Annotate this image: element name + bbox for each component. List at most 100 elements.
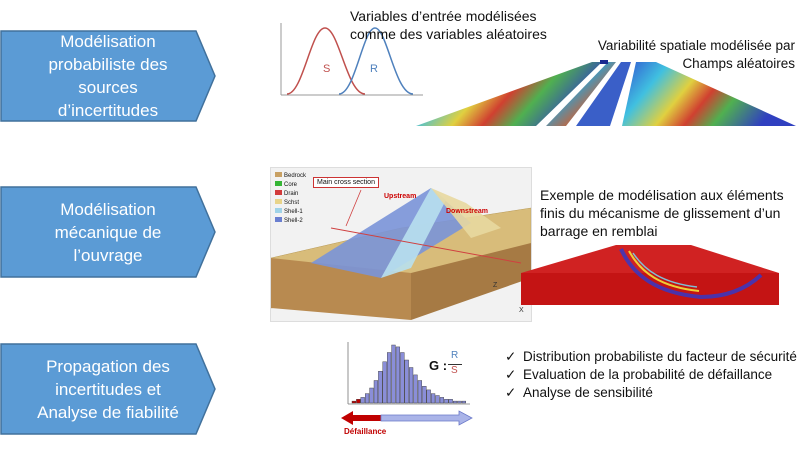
step-2-label: Modélisation mécanique de l’ouvrage xyxy=(22,186,194,278)
rs-distribution-plot: S R xyxy=(280,23,423,96)
histogram-bar xyxy=(378,371,383,404)
step-2-line-1: Modélisation xyxy=(60,199,156,219)
step-arrow-2: Modélisation mécanique de l’ouvrage xyxy=(0,186,216,278)
legend-label: Shell-2 xyxy=(284,218,303,224)
step-1-line-3: d’incertitudes xyxy=(57,101,159,120)
downstream-label: Downstream xyxy=(446,208,489,215)
legend-item-shell-2: Shell-2 xyxy=(275,217,306,226)
histogram-bar xyxy=(351,400,356,404)
s-curve-label: S xyxy=(323,63,330,75)
r-curve xyxy=(338,27,414,95)
fe-caption-line-2: finis du mécanisme de glissement d’un xyxy=(540,205,781,221)
shear-band-inner xyxy=(632,252,698,288)
list-item: ✓ Analyse de sensibilité xyxy=(505,384,797,402)
spatial-line-2: Champs aléatoires xyxy=(682,56,795,71)
legend-item-shell-1: Shell-1 xyxy=(275,208,306,217)
upstream-label: Upstream xyxy=(384,193,417,200)
histogram-bar xyxy=(444,399,449,404)
chevron-arrow-shape xyxy=(0,186,216,278)
input-variables-line-1: Variables d’entrée modélisées xyxy=(350,8,537,24)
histogram-bar xyxy=(387,352,392,404)
legend-swatch xyxy=(275,217,282,222)
legend-item-bedrock: Bedrock xyxy=(275,172,306,181)
legend-label: Schst xyxy=(284,200,300,206)
histogram-bar xyxy=(457,400,462,404)
input-variables-caption: Variables d’entrée modélisées comme des … xyxy=(350,7,547,43)
filter-zone xyxy=(576,62,631,126)
downstream-shell xyxy=(622,62,796,126)
dam-3d-model-image xyxy=(270,188,532,320)
step-2-line-2: mécanique de l’ouvrage xyxy=(54,222,162,265)
legend-item-schst: Schst xyxy=(275,199,306,208)
formula-numerator: R xyxy=(451,350,459,361)
shear-band xyxy=(628,250,700,292)
chevron-arrow-shape xyxy=(0,343,216,435)
histogram-bar xyxy=(452,400,458,404)
histogram-bar xyxy=(382,361,387,404)
random-field-dam-image xyxy=(416,60,796,126)
checkmark-icon: ✓ xyxy=(505,385,517,400)
chevron-arrow-shape xyxy=(0,30,216,122)
safety-factor-histogram xyxy=(347,342,470,405)
histogram-bar xyxy=(417,380,422,404)
main-cross-section-label: Main cross section xyxy=(313,177,379,188)
histogram-bar xyxy=(356,399,361,404)
step-3-line-1: Propagation des xyxy=(46,356,170,376)
legend-label: Shell-1 xyxy=(284,209,303,215)
legend-item-drain: Drain xyxy=(275,190,306,199)
upstream-shell xyxy=(416,62,602,126)
failure-arrow xyxy=(341,411,381,425)
list-item-text: Distribution probabiliste du facteur de … xyxy=(523,349,797,364)
step-1-line-1: Modélisation xyxy=(60,32,156,51)
cross-section-pointer xyxy=(345,189,362,227)
legend-label: Core xyxy=(284,182,298,188)
material-legend: Bedrock Core Drain Schst Shell-1 Shell-2 xyxy=(275,172,306,226)
histogram-bar xyxy=(430,393,436,404)
checkmark-icon: ✓ xyxy=(505,349,517,364)
safe-arrow xyxy=(380,410,473,426)
input-variables-line-2: comme des variables aléatoires xyxy=(350,26,547,42)
axis-x-label: X xyxy=(519,307,524,314)
fe-model-caption: Exemple de modélisation aux éléments fin… xyxy=(540,186,784,240)
legend-swatch xyxy=(275,199,282,204)
dam-3d-model-panel: Bedrock Core Drain Schst Shell-1 Shell-2… xyxy=(270,167,532,322)
histogram-bar xyxy=(360,397,365,404)
histogram-bar xyxy=(448,399,453,404)
histogram-bar xyxy=(373,380,378,404)
histogram-bar xyxy=(439,397,444,404)
legend-swatch xyxy=(275,172,282,177)
r-curve-label: R xyxy=(370,63,378,75)
list-item: ✓ Distribution probabiliste du facteur de… xyxy=(505,348,797,366)
histogram-bar xyxy=(435,395,440,404)
fe-caption-line-3: barrage en remblai xyxy=(540,223,658,239)
failure-direction-arrow xyxy=(341,410,473,426)
histogram-bar xyxy=(395,346,400,404)
spatial-line-1: Variabilité spatiale modélisée par xyxy=(597,38,795,53)
cross-section-line xyxy=(330,227,522,264)
formula-g-label: G : xyxy=(429,358,448,373)
histogram-bar xyxy=(422,386,427,404)
legend-swatch xyxy=(275,190,282,195)
abutment xyxy=(431,188,501,238)
fe-embankment xyxy=(521,245,779,273)
histogram-bar xyxy=(369,387,374,404)
legend-swatch xyxy=(275,208,282,213)
histogram-bar xyxy=(413,374,418,404)
formula-fraction-bar xyxy=(448,364,462,365)
list-item-text: Analyse de sensibilité xyxy=(523,385,653,400)
core-zone xyxy=(546,62,616,126)
formula-denominator: S xyxy=(451,365,458,376)
fe-caption-line-1: Exemple de modélisation aux éléments xyxy=(540,187,784,203)
fe-sliding-mechanism-image xyxy=(521,245,779,305)
list-item-text: Evaluation de la probabilité de défailla… xyxy=(523,367,773,382)
list-item: ✓Evaluation de la probabilité de défaill… xyxy=(505,366,797,384)
slip-surface xyxy=(619,248,763,300)
step-3-line-3: Analyse de fiabilité xyxy=(37,402,179,422)
histogram-bar xyxy=(365,393,370,404)
histogram-bar xyxy=(461,400,466,404)
histogram-bar xyxy=(426,389,431,404)
histogram-bar xyxy=(391,344,396,404)
